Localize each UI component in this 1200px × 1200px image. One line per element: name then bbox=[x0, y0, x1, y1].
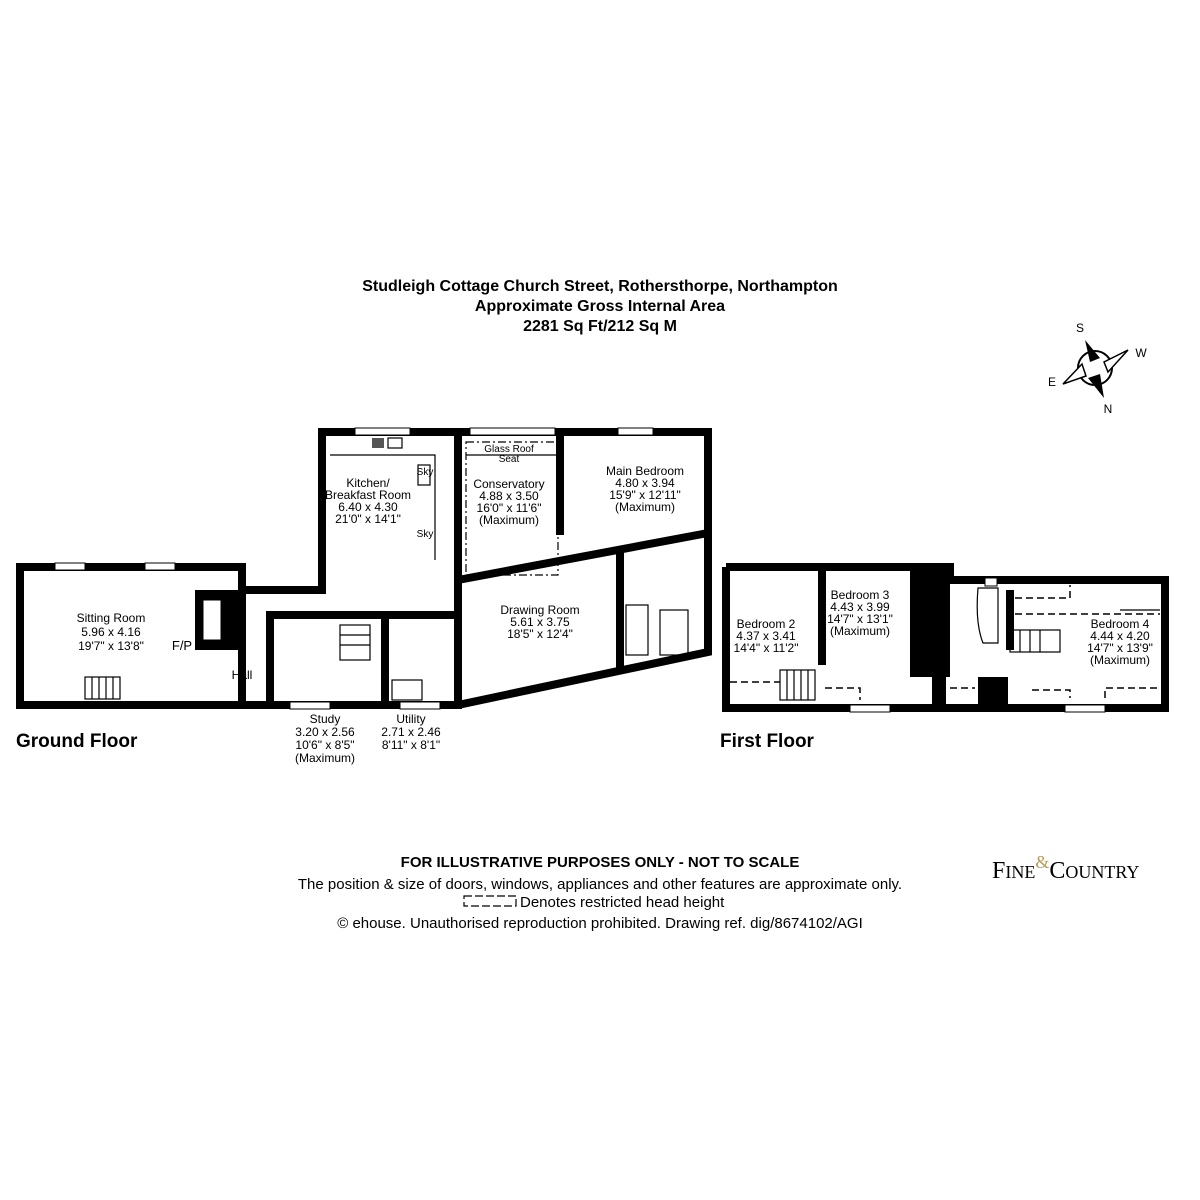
svg-text:(Maximum): (Maximum) bbox=[615, 500, 675, 514]
svg-text:4.37 x 3.41: 4.37 x 3.41 bbox=[736, 629, 796, 643]
svg-text:3.20 x 2.56: 3.20 x 2.56 bbox=[295, 725, 355, 739]
svg-text:Kitchen/: Kitchen/ bbox=[346, 476, 390, 490]
room-study: Study 3.20 x 2.56 10'6" x 8'5" (Maximum) bbox=[295, 712, 355, 765]
svg-text:(Maximum): (Maximum) bbox=[479, 513, 539, 527]
room-kitchen: Kitchen/ Breakfast Room 6.40 x 4.30 21'0… bbox=[325, 467, 433, 540]
svg-text:Sky: Sky bbox=[417, 467, 434, 478]
svg-text:4.80 x 3.94: 4.80 x 3.94 bbox=[615, 476, 675, 490]
svg-text:4.88 x 3.50: 4.88 x 3.50 bbox=[479, 489, 539, 503]
compass-e: E bbox=[1048, 375, 1056, 389]
svg-text:Bedroom 4: Bedroom 4 bbox=[1091, 617, 1150, 631]
svg-text:21'0" x 14'1": 21'0" x 14'1" bbox=[335, 512, 401, 526]
svg-text:Drawing Room: Drawing Room bbox=[500, 603, 579, 617]
ground-floor-walls bbox=[16, 427, 712, 710]
room-sitting-room: Sitting Room 5.96 x 4.16 19'7" x 13'8" bbox=[77, 611, 146, 653]
compass-s: S bbox=[1076, 321, 1084, 335]
compass-icon: S W E N bbox=[1048, 321, 1147, 416]
fine-country-logo: FINE&COUNTRY bbox=[992, 852, 1140, 884]
svg-text:10'6" x 8'5": 10'6" x 8'5" bbox=[295, 738, 354, 752]
svg-text:Sky: Sky bbox=[417, 529, 434, 540]
svg-text:14'7" x 13'1": 14'7" x 13'1" bbox=[827, 612, 893, 626]
svg-text:Study: Study bbox=[310, 712, 341, 726]
first-floor-walls bbox=[722, 563, 1169, 713]
room-hall: Hall bbox=[232, 668, 253, 682]
svg-text:14'4" x 11'2": 14'4" x 11'2" bbox=[734, 641, 799, 655]
svg-text:16'0" x 11'6": 16'0" x 11'6" bbox=[477, 501, 542, 515]
ground-floor-label: Ground Floor bbox=[16, 731, 138, 752]
room-conservatory: Glass Roof Seat Conservatory 4.88 x 3.50… bbox=[473, 444, 544, 527]
svg-text:4.44 x 4.20: 4.44 x 4.20 bbox=[1090, 629, 1150, 643]
svg-text:Breakfast Room: Breakfast Room bbox=[325, 488, 411, 502]
svg-text:Seat: Seat bbox=[499, 454, 520, 465]
svg-text:(Maximum): (Maximum) bbox=[830, 624, 890, 638]
svg-text:Glass Roof: Glass Roof bbox=[484, 444, 534, 455]
svg-text:18'5" x 12'4": 18'5" x 12'4" bbox=[507, 627, 573, 641]
compass-n: N bbox=[1104, 402, 1113, 416]
room-bedroom-2: Bedroom 2 4.37 x 3.41 14'4" x 11'2" bbox=[734, 617, 799, 655]
svg-text:14'7" x 13'9": 14'7" x 13'9" bbox=[1087, 641, 1153, 655]
svg-text:Bedroom 3: Bedroom 3 bbox=[831, 588, 890, 602]
svg-text:6.40 x 4.30: 6.40 x 4.30 bbox=[338, 500, 398, 514]
plan-address: Studleigh Cottage Church Street, Rothers… bbox=[362, 278, 838, 295]
copyright: © ehouse. Unauthorised reproduction proh… bbox=[337, 915, 863, 932]
svg-text:Bedroom 2: Bedroom 2 bbox=[737, 617, 796, 631]
area-value: 2281 Sq Ft/212 Sq M bbox=[523, 318, 677, 335]
area-title: Approximate Gross Internal Area bbox=[474, 298, 726, 315]
fireplace-label: F/P bbox=[172, 638, 192, 653]
disclaimer: FOR ILLUSTRATIVE PURPOSES ONLY - NOT TO … bbox=[400, 854, 800, 871]
room-main-bedroom: Main Bedroom 4.80 x 3.94 15'9" x 12'11" … bbox=[606, 464, 684, 514]
svg-text:Main Bedroom: Main Bedroom bbox=[606, 464, 684, 478]
svg-text:5.96 x 4.16: 5.96 x 4.16 bbox=[81, 625, 141, 639]
svg-text:(Maximum): (Maximum) bbox=[295, 751, 355, 765]
svg-text:15'9" x 12'11": 15'9" x 12'11" bbox=[609, 488, 681, 502]
restricted-head-height-legend-icon bbox=[463, 895, 517, 907]
room-bedroom-4: Bedroom 4 4.44 x 4.20 14'7" x 13'9" (Max… bbox=[1087, 617, 1153, 667]
svg-text:4.43 x 3.99: 4.43 x 3.99 bbox=[830, 600, 890, 614]
svg-text:Conservatory: Conservatory bbox=[473, 477, 544, 491]
svg-text:Utility: Utility bbox=[396, 712, 425, 726]
svg-text:5.61 x 3.75: 5.61 x 3.75 bbox=[510, 615, 570, 629]
legend-text: Denotes restricted head height bbox=[520, 894, 725, 911]
first-floor-label: First Floor bbox=[720, 731, 814, 752]
svg-text:2.71 x 2.46: 2.71 x 2.46 bbox=[381, 725, 441, 739]
features-note: The position & size of doors, windows, a… bbox=[297, 876, 903, 893]
svg-text:(Maximum): (Maximum) bbox=[1090, 653, 1150, 667]
room-utility: Utility 2.71 x 2.46 8'11" x 8'1" bbox=[381, 712, 441, 752]
svg-text:19'7" x 13'8": 19'7" x 13'8" bbox=[78, 639, 144, 653]
room-drawing-room: Drawing Room 5.61 x 3.75 18'5" x 12'4" bbox=[500, 603, 579, 641]
compass-w: W bbox=[1135, 346, 1147, 360]
svg-text:8'11" x 8'1": 8'11" x 8'1" bbox=[382, 738, 440, 752]
svg-text:Sitting Room: Sitting Room bbox=[77, 611, 146, 625]
room-bedroom-3: Bedroom 3 4.43 x 3.99 14'7" x 13'1" (Max… bbox=[827, 588, 893, 638]
